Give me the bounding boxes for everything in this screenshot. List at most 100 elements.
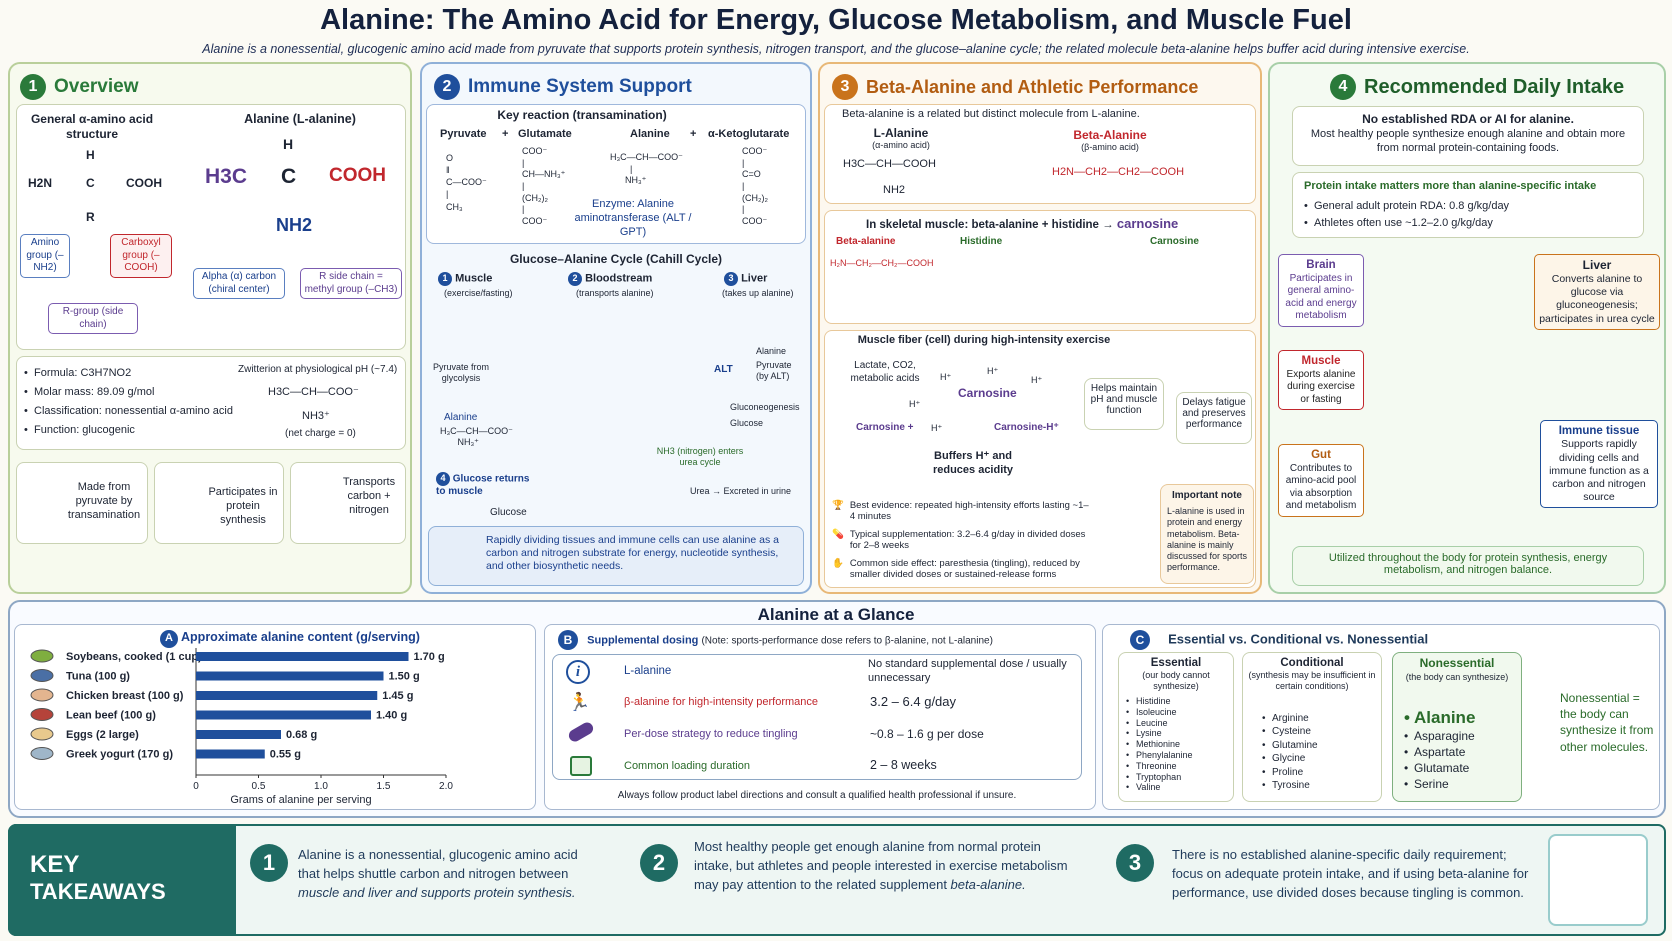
hplus-4: H⁺ bbox=[909, 399, 921, 409]
intake-number: 4 bbox=[1330, 74, 1356, 100]
conditional-item: Glutamine bbox=[1262, 739, 1318, 753]
dosing-header: B Supplemental dosing (Note: sports-perf… bbox=[558, 630, 993, 650]
svg-text:N: N bbox=[966, 285, 972, 294]
label-r-group: R-group (side chain) bbox=[48, 303, 138, 334]
helps-maintain: Helps maintain pH and muscle function bbox=[1084, 378, 1164, 430]
glutamate-structure: COO⁻|CH—NH₃⁺|(CH₂)₂|COO⁻ bbox=[522, 146, 566, 227]
brain-text: Participates in general amino-acid and e… bbox=[1285, 272, 1357, 322]
chart-bar bbox=[196, 749, 265, 759]
label-amino-group: Amino group (–NH2) bbox=[20, 234, 70, 278]
food-icon bbox=[30, 727, 54, 741]
svg-text:N: N bbox=[950, 259, 956, 268]
page-subtitle: Alanine is a nonessential, glucogenic am… bbox=[202, 42, 1470, 56]
enzyme-label: Enzyme: Alanine aminotransferase (ALT / … bbox=[574, 198, 692, 238]
carnosine-title: In skeletal muscle: beta-alanine + histi… bbox=[866, 216, 1178, 232]
takeaways-bar bbox=[8, 824, 1666, 936]
chart-tick-label: 0 bbox=[193, 781, 199, 792]
no-rda: No established RDA or AI for alanine. bbox=[1362, 112, 1574, 126]
overview-header: 1 Overview bbox=[20, 74, 139, 100]
label-histidine: Histidine bbox=[960, 236, 1003, 247]
pyruvate-liver: Pyruvate (by ALT) bbox=[756, 360, 792, 382]
gen-h2n: H2N bbox=[28, 176, 53, 190]
blood-label: Bloodstream bbox=[585, 272, 653, 285]
immune-tissue-title: Immune tissue bbox=[1558, 425, 1640, 437]
immune-note: Rapidly dividing tissues and immune cell… bbox=[486, 534, 779, 573]
takeaway-3-number: 3 bbox=[1116, 844, 1154, 882]
nonessential-note: Nonessential = the body can synthesize i… bbox=[1560, 691, 1654, 754]
gen-c: C bbox=[86, 176, 95, 190]
runner-icon: 🏃 bbox=[568, 692, 591, 712]
chart-category-label: Tuna (100 g) bbox=[66, 671, 130, 683]
essential-item: Histidine bbox=[1126, 696, 1193, 707]
eq-plus-2: + bbox=[690, 128, 697, 140]
eq-pyruvate: Pyruvate bbox=[440, 128, 487, 140]
immune-title: Immune System Support bbox=[468, 76, 692, 97]
chart-value-label: 0.55 g bbox=[270, 749, 301, 761]
cycle-title: Glucose–Alanine Cycle (Cahill Cycle) bbox=[509, 252, 723, 266]
protein-title: Protein intake matters more than alanine… bbox=[1304, 180, 1597, 192]
pyruvate-glycolysis: Pyruvate from glycolysis bbox=[432, 362, 490, 384]
muscle-step: 1 Muscle bbox=[438, 272, 492, 286]
card-transport-text: Transports carbon + nitrogen bbox=[342, 476, 396, 516]
svg-text:NH: NH bbox=[1172, 279, 1184, 288]
nonessential-title: Nonessential bbox=[1419, 656, 1495, 670]
step-2-number: 2 bbox=[568, 272, 582, 286]
food-icon bbox=[30, 747, 54, 760]
conditional-item: Cysteine bbox=[1262, 725, 1318, 739]
step-1-number: 1 bbox=[438, 272, 452, 286]
takeaway-2: Most healthy people get enough alanine f… bbox=[694, 838, 1072, 895]
essential-item: Isoleucine bbox=[1126, 707, 1193, 718]
evidence-side-text: Common side effect: paresthesia (tinglin… bbox=[849, 557, 1080, 580]
chart-value-label: 1.50 g bbox=[389, 671, 420, 683]
chart-bar bbox=[196, 710, 371, 720]
compare-box bbox=[824, 104, 1256, 204]
chart-x-label: Grams of alanine per serving bbox=[230, 794, 371, 806]
evidence-best: 🏆Best evidence: repeated high-intensity … bbox=[832, 500, 1090, 523]
essential-title: Essential bbox=[1150, 657, 1202, 669]
gen-cooh: COOH bbox=[126, 176, 162, 190]
gen-r: R bbox=[86, 210, 95, 224]
chart-title: Approximate alanine content (g/serving) bbox=[181, 630, 420, 645]
ala-cooh: COOH bbox=[329, 165, 386, 186]
evidence-dose: 💊Typical supplementation: 3.2–6.4 g/day … bbox=[832, 529, 1090, 552]
l-alanine-sub: (α-amino acid) bbox=[872, 140, 930, 150]
muscle-label: Muscle bbox=[455, 272, 493, 285]
glucose-muscle: Glucose bbox=[490, 507, 527, 518]
chart-category-label: Lean beef (100 g) bbox=[66, 710, 156, 722]
blood-sub: (transports alanine) bbox=[576, 288, 654, 298]
conditional-list: ArginineCysteineGlutamineGlycineProlineT… bbox=[1262, 712, 1318, 793]
alanine-muscle: Alanine bbox=[444, 412, 478, 423]
no-rda-box bbox=[1292, 106, 1644, 166]
nonessential-sub: (the body can synthesize) bbox=[1405, 672, 1509, 682]
glucose-returns-text: Glucose returns to muscle bbox=[436, 473, 530, 497]
takeaway-2-text: Most healthy people get enough alanine f… bbox=[694, 839, 1068, 892]
essential-item: Tryptophan bbox=[1126, 772, 1193, 783]
food-icon bbox=[30, 649, 54, 663]
general-structure-title: General α-amino acid structure bbox=[30, 112, 154, 141]
beta-alanine-formula: H2N—CH2—CH2—COOH bbox=[1052, 166, 1185, 178]
overview-title: Overview bbox=[54, 76, 139, 97]
calendar-icon bbox=[570, 756, 592, 776]
important-note-title: Important note bbox=[1172, 490, 1242, 501]
label-carnosine: Carnosine bbox=[1150, 236, 1199, 247]
dose-row-4-value: 2 – 8 weeks bbox=[870, 758, 937, 772]
chart-tick-label: 1.5 bbox=[377, 781, 391, 792]
essential-item: Leucine bbox=[1126, 718, 1193, 729]
muscle-text: Exports alanine during exercise or fasti… bbox=[1286, 368, 1356, 405]
takeaways-title-2: TAKEAWAYS bbox=[30, 879, 166, 904]
liver-label: Liver bbox=[741, 272, 768, 285]
gen-h: H bbox=[86, 148, 95, 162]
protein-list: General adult protein RDA: 0.8 g/kg/day … bbox=[1304, 198, 1509, 232]
gut-text: Contributes to amino-acid pool via absor… bbox=[1285, 462, 1357, 512]
svg-text:CH₂—CH—COOH: CH₂—CH—COOH bbox=[986, 279, 1052, 288]
immune-note-box bbox=[428, 526, 804, 586]
dosing-title: Supplemental dosing bbox=[587, 634, 699, 647]
dose-row-4-label: Common loading duration bbox=[624, 760, 750, 772]
evidence-list: 🏆Best evidence: repeated high-intensity … bbox=[832, 500, 1090, 580]
food-icon bbox=[30, 708, 54, 721]
protein-item-athletes: Athletes often use ~1.2–2.0 g/kg/day bbox=[1304, 215, 1509, 232]
